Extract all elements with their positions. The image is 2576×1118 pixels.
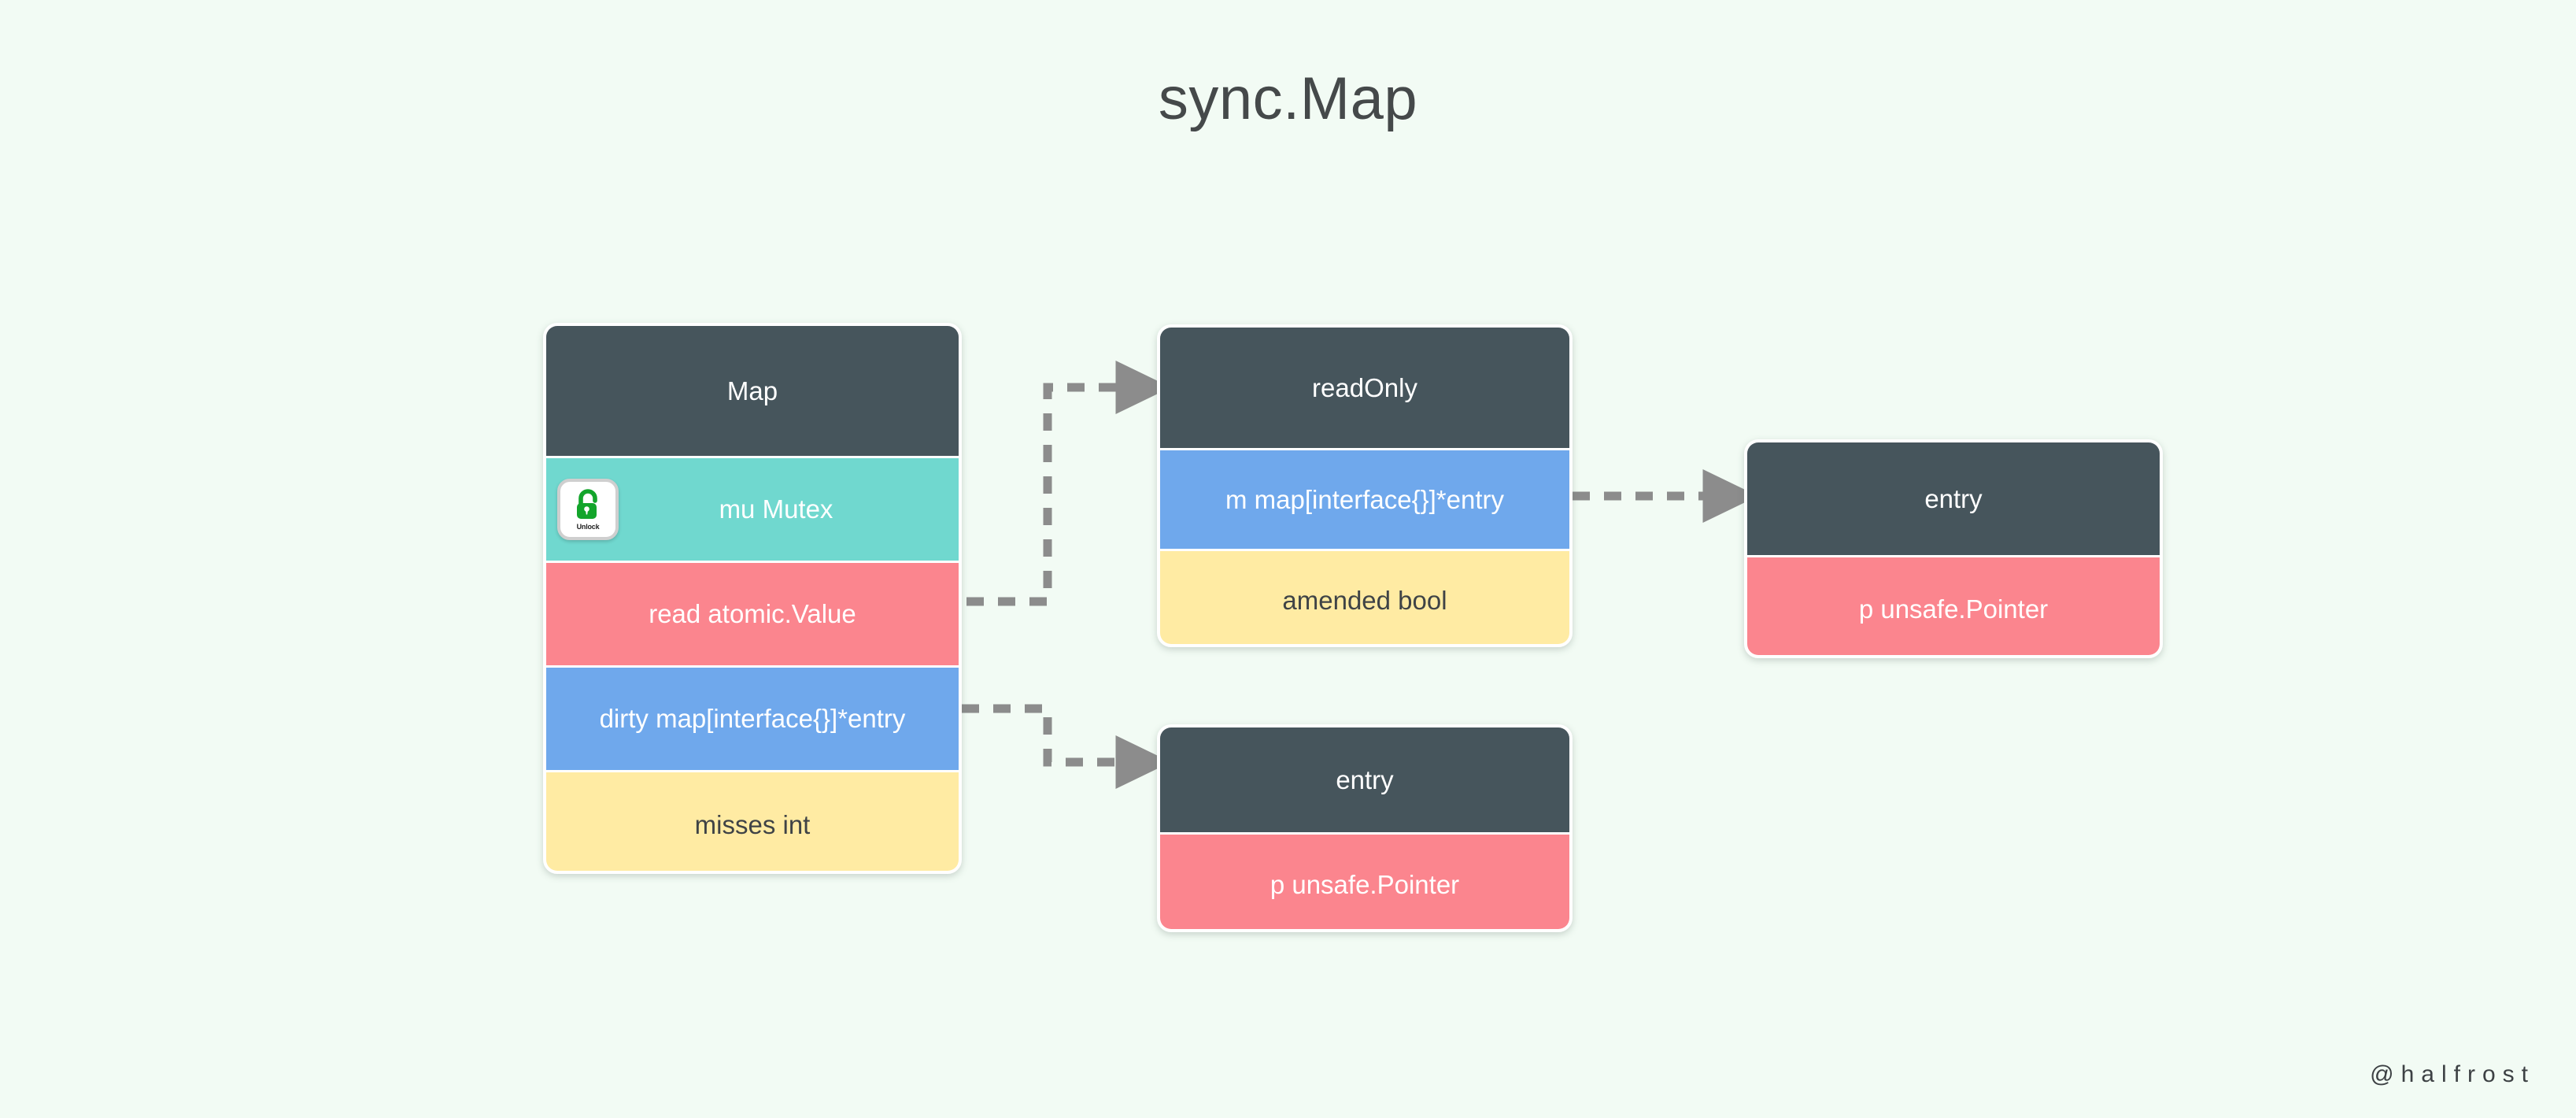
struct-field-mu[interactable]: Unlock mu Mutex bbox=[546, 458, 959, 563]
struct-field-label-p: p unsafe.Pointer bbox=[1858, 594, 2049, 624]
struct-header-readonly: readOnly bbox=[1160, 328, 1569, 450]
struct-field-read[interactable]: read atomic.Value bbox=[546, 563, 959, 668]
struct-title-label: readOnly bbox=[1312, 372, 1417, 402]
struct-title-label: entry bbox=[1924, 483, 1983, 513]
struct-header-entry-bottom: entry bbox=[1160, 727, 1569, 835]
connector-read-to-readonly bbox=[966, 360, 1171, 606]
struct-field-p-right[interactable]: p unsafe.Pointer bbox=[1747, 557, 2160, 655]
struct-field-label-amended: amended bool bbox=[1282, 586, 1447, 615]
struct-title-label: entry bbox=[1336, 764, 1394, 794]
struct-field-label-m: m map[interface{}]*entry bbox=[1225, 484, 1504, 514]
struct-field-m[interactable]: m map[interface{}]*entry bbox=[1160, 450, 1569, 551]
struct-field-label-mu: mu Mutex bbox=[719, 494, 833, 524]
struct-box-entry-bottom[interactable]: entry p unsafe.Pointer bbox=[1157, 724, 1573, 932]
struct-header-map: Map bbox=[546, 326, 959, 458]
unlock-icon: Unlock bbox=[557, 479, 619, 540]
struct-header-entry-right: entry bbox=[1747, 442, 2160, 557]
watermark: @halfrost bbox=[2370, 1061, 2535, 1087]
struct-field-misses[interactable]: misses int bbox=[546, 772, 959, 871]
struct-title-label: Map bbox=[726, 376, 778, 405]
struct-box-readonly[interactable]: readOnly m map[interface{}]*entry amende… bbox=[1157, 324, 1573, 647]
struct-field-amended[interactable]: amended bool bbox=[1160, 551, 1569, 644]
struct-field-label-read: read atomic.Value bbox=[649, 599, 856, 628]
struct-field-dirty[interactable]: dirty map[interface{}]*entry bbox=[546, 668, 959, 772]
page-title: sync.Map bbox=[1158, 65, 1418, 132]
connector-dirty-to-entry bbox=[962, 704, 1171, 790]
struct-field-label-dirty: dirty map[interface{}]*entry bbox=[599, 704, 906, 733]
struct-field-p-bottom[interactable]: p unsafe.Pointer bbox=[1160, 835, 1569, 929]
struct-field-label-misses: misses int bbox=[694, 809, 811, 839]
struct-box-entry-right[interactable]: entry p unsafe.Pointer bbox=[1744, 439, 2163, 658]
struct-box-map[interactable]: Map Unlock mu Mutex read atomic.Value di… bbox=[543, 323, 962, 874]
struct-field-label-p: p unsafe.Pointer bbox=[1270, 870, 1460, 899]
unlock-icon-caption: Unlock bbox=[576, 523, 600, 531]
